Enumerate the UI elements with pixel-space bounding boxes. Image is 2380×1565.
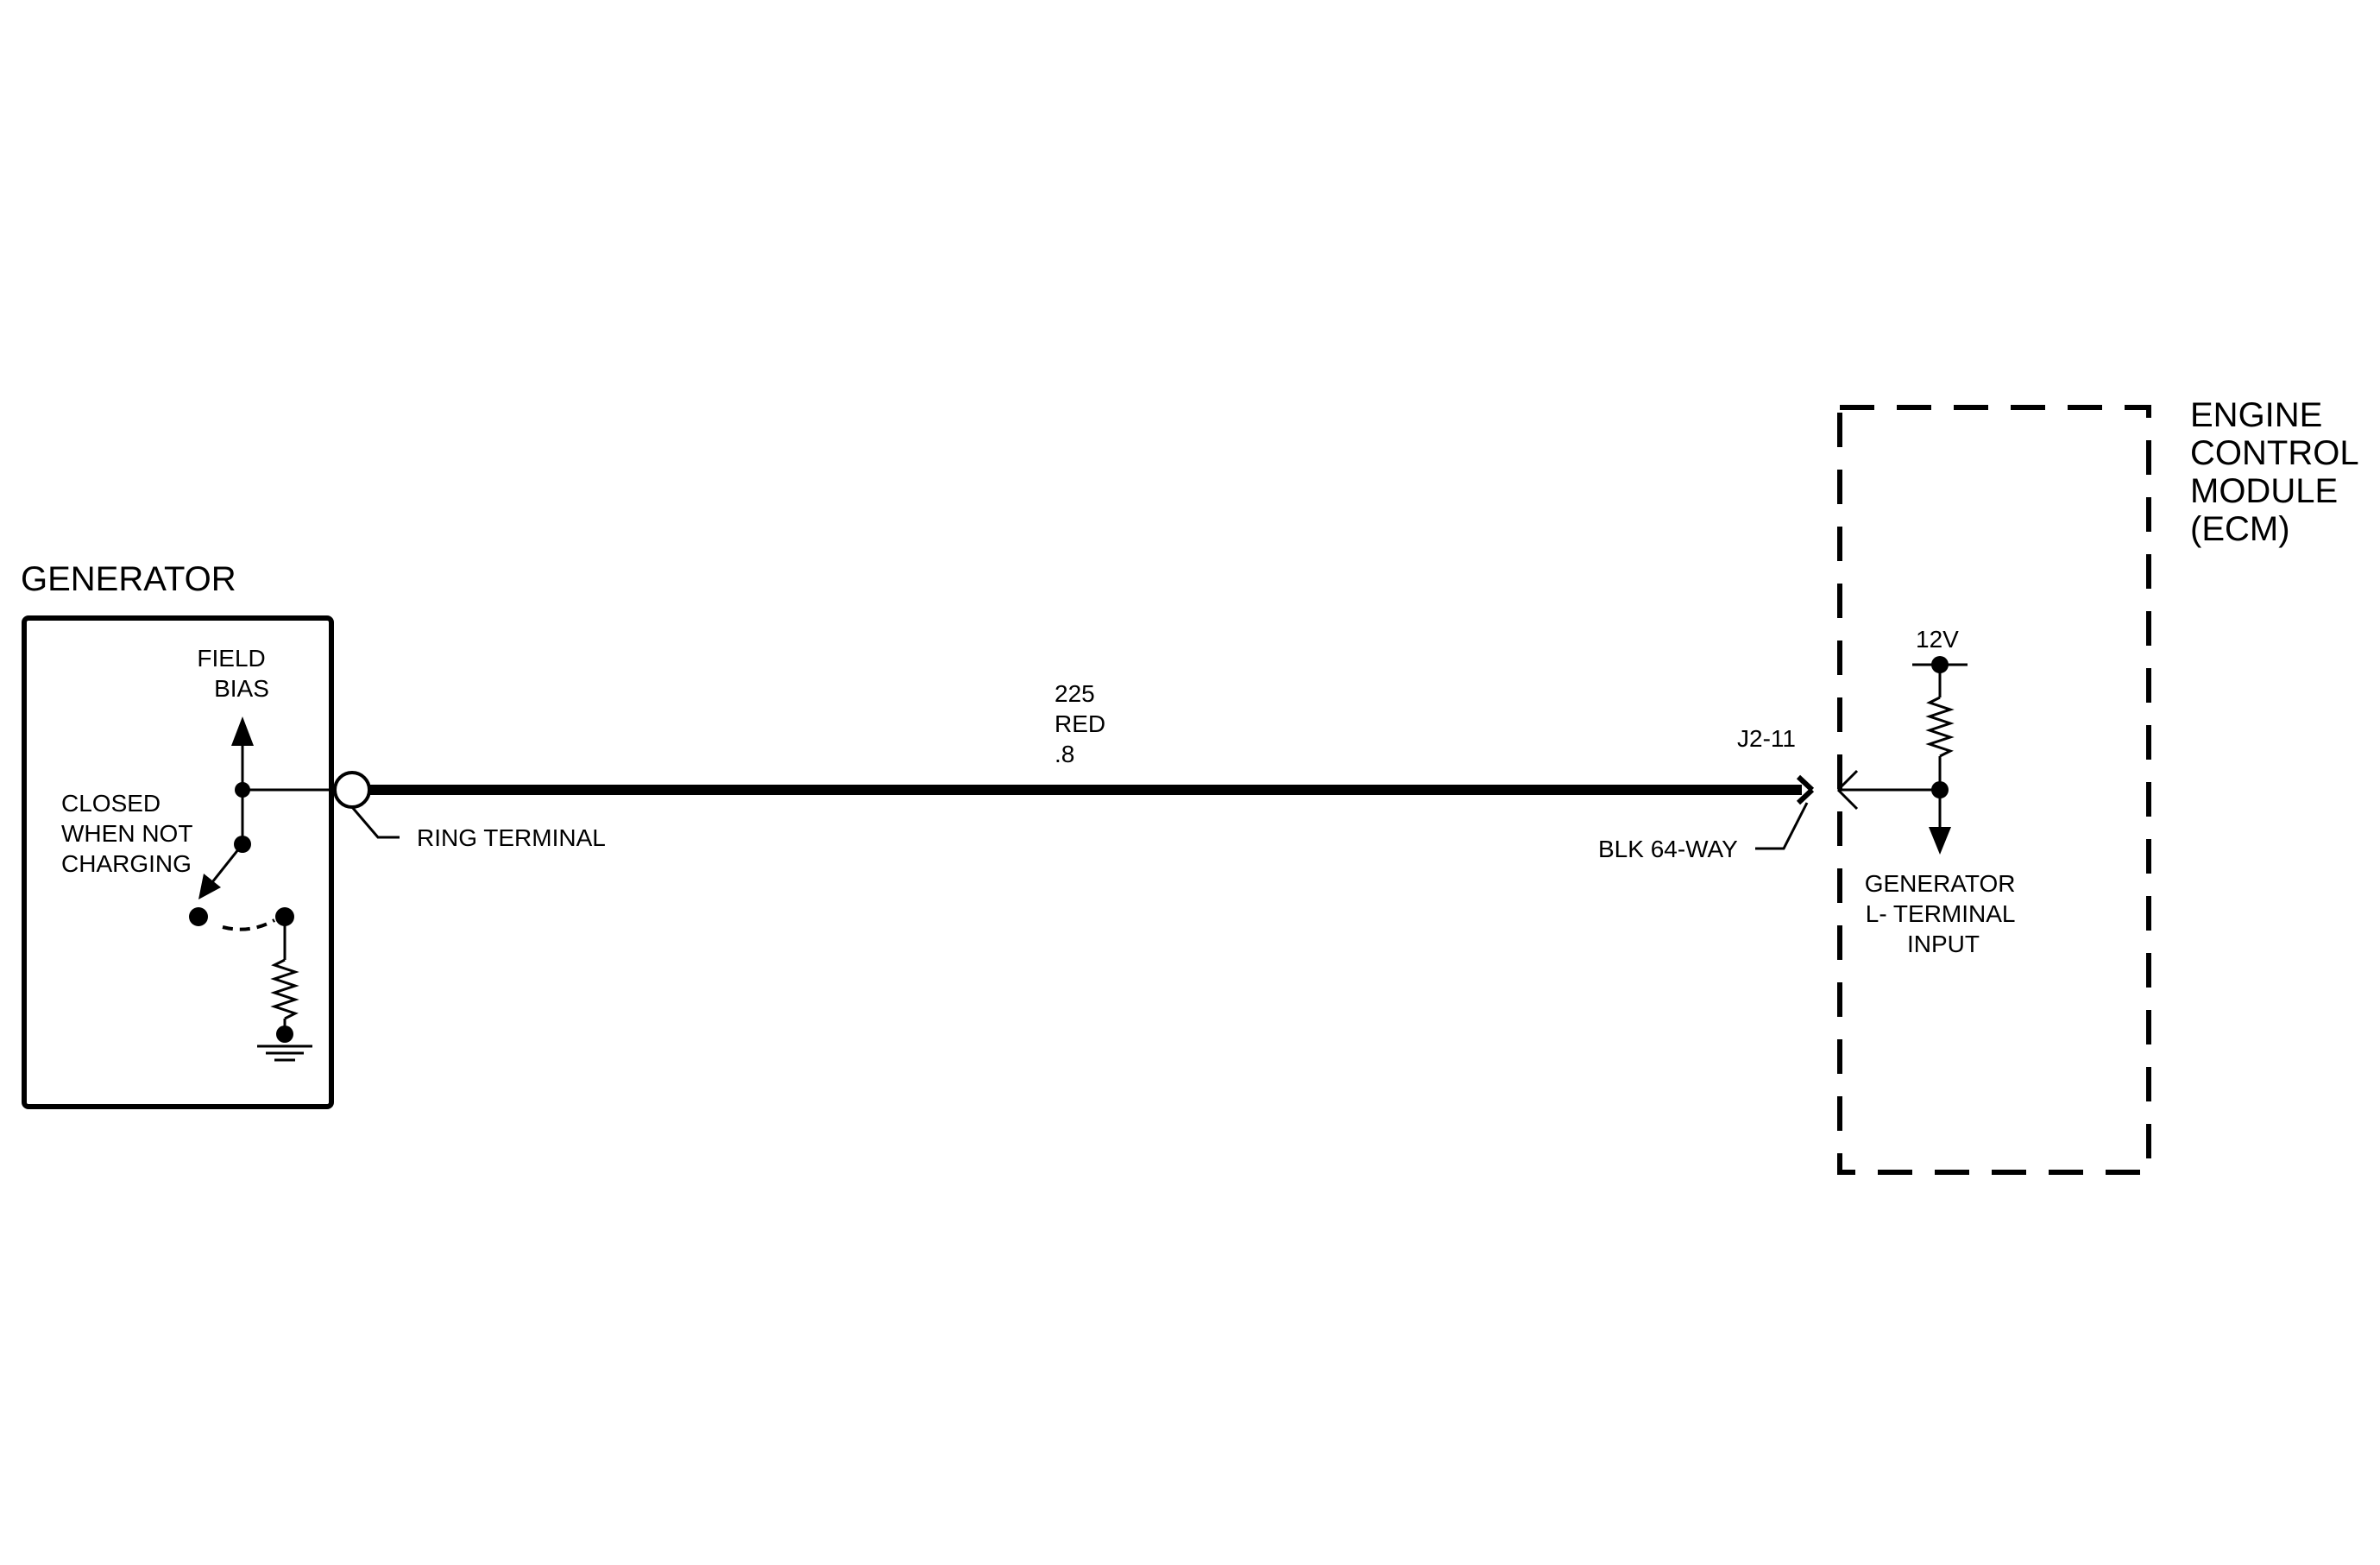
ecm-title: ENGINE CONTROL MODULE (ECM) <box>2190 396 2367 548</box>
connector-leader <box>1755 802 1809 850</box>
ground-symbol-icon <box>257 1044 312 1062</box>
connector-pin-icon <box>1796 774 1815 805</box>
supply-voltage-label: 12V <box>1916 626 1959 653</box>
connector-j2: J2-11 BLK 64-WAY <box>1598 725 1815 862</box>
wire-id-label: 225 RED .8 <box>1055 680 1112 767</box>
generator-box <box>22 615 334 1109</box>
pin-receptacle-icon <box>1836 769 1859 811</box>
ecm-component: ENGINE CONTROL MODULE (ECM) 12V GENERATO… <box>1836 396 2367 1175</box>
junction-dot <box>235 782 250 798</box>
input-arrow-icon <box>1929 790 1951 855</box>
ring-terminal-icon <box>333 771 371 809</box>
field-bias-arrow-icon <box>231 716 254 790</box>
field-bias-label: FIELD BIAS <box>197 645 272 702</box>
input-label: GENERATOR L- TERMINAL INPUT <box>1865 870 2023 957</box>
ring-terminal: RING TERMINAL <box>333 771 606 851</box>
ring-terminal-label: RING TERMINAL <box>417 824 606 851</box>
generator-title: GENERATOR <box>21 560 236 598</box>
switch-note-label: CLOSED WHEN NOT CHARGING <box>61 790 199 877</box>
ecm-boundary-dashed <box>1837 405 2151 1175</box>
open-switch-icon <box>189 843 294 931</box>
resistor-zigzag-icon <box>270 958 299 1020</box>
connector-pin-label: J2-11 <box>1737 725 1796 752</box>
ground-node-dot <box>276 1025 293 1043</box>
generator-component: GENERATOR FIELD BIAS CLOSED WHEN NOT <box>21 560 334 1109</box>
resistor-zigzag-icon <box>1925 696 1955 758</box>
connector-name-label: BLK 64-WAY <box>1598 836 1738 862</box>
wire-225: 225 RED .8 <box>369 680 1802 795</box>
ring-terminal-leader <box>350 806 400 839</box>
